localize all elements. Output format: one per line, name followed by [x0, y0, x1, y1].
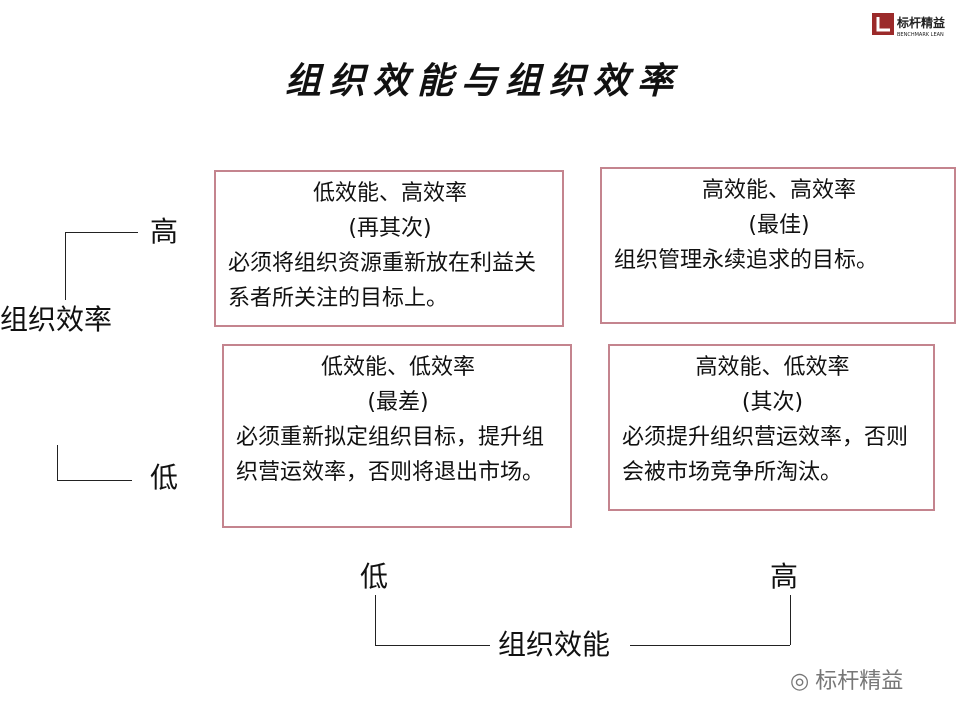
x-axis-line: [375, 645, 490, 646]
quadrant-text: 必须重新拟定组织目标，提升组织营运效率，否则将退出市场。: [236, 425, 545, 485]
benchmark-lean-logo: 标杆精益 BENCHMARK LEAN: [872, 10, 952, 40]
quadrant-low-effectiveness-low-efficiency: 低效能、低效率 (最差) 必须重新拟定组织目标，提升组织营运效率，否则将退出市场…: [222, 344, 572, 528]
svg-text:BENCHMARK LEAN: BENCHMARK LEAN: [897, 32, 944, 38]
x-axis-line: [790, 595, 791, 645]
x-axis-line: [375, 595, 376, 645]
quadrant-rank: (最佳): [748, 213, 810, 238]
y-axis-line: [57, 480, 132, 481]
svg-text:标杆精益: 标杆精益: [896, 15, 945, 30]
y-axis-high: 高: [150, 215, 179, 248]
y-axis-line: [57, 445, 58, 480]
y-axis-label: 组织效率: [0, 303, 113, 336]
quadrant-rank: (再其次): [348, 216, 432, 241]
quadrant-rank: (最差): [367, 390, 429, 415]
x-axis-low: 低: [360, 560, 389, 593]
quadrant-heading: 低效能、低效率: [320, 355, 475, 380]
wechat-icon: ◎: [790, 669, 810, 694]
quadrant-text: 组织管理永续追求的目标。: [614, 248, 879, 273]
y-axis-line: [65, 232, 138, 233]
quadrant-text: 必须将组织资源重新放在利益关系者所关注的目标上。: [228, 251, 537, 311]
watermark-text: 标杆精益: [815, 669, 904, 694]
quadrant-high-effectiveness-low-efficiency: 高效能、低效率 (其次) 必须提升组织营运效率，否则会被市场竞争所淘汰。: [608, 344, 935, 511]
quadrant-low-effectiveness-high-efficiency: 低效能、高效率 (再其次) 必须将组织资源重新放在利益关系者所关注的目标上。: [214, 170, 564, 327]
slide-title: 组织效能与组织效率: [285, 60, 682, 102]
y-axis-line: [65, 232, 66, 300]
quadrant-text: 必须提升组织营运效率，否则会被市场竞争所淘汰。: [622, 425, 909, 485]
x-axis-high: 高: [770, 560, 799, 593]
quadrant-heading: 低效能、高效率: [312, 181, 467, 206]
x-axis-line: [630, 645, 790, 646]
quadrant-heading: 高效能、高效率: [701, 178, 856, 203]
x-axis-label: 组织效能: [498, 628, 611, 661]
quadrant-high-effectiveness-high-efficiency: 高效能、高效率 (最佳) 组织管理永续追求的目标。: [600, 167, 956, 324]
quadrant-rank: (其次): [741, 390, 804, 415]
watermark: ◎标杆精益: [790, 663, 903, 695]
quadrant-heading: 高效能、低效率: [695, 355, 850, 380]
y-axis-low: 低: [150, 461, 179, 494]
